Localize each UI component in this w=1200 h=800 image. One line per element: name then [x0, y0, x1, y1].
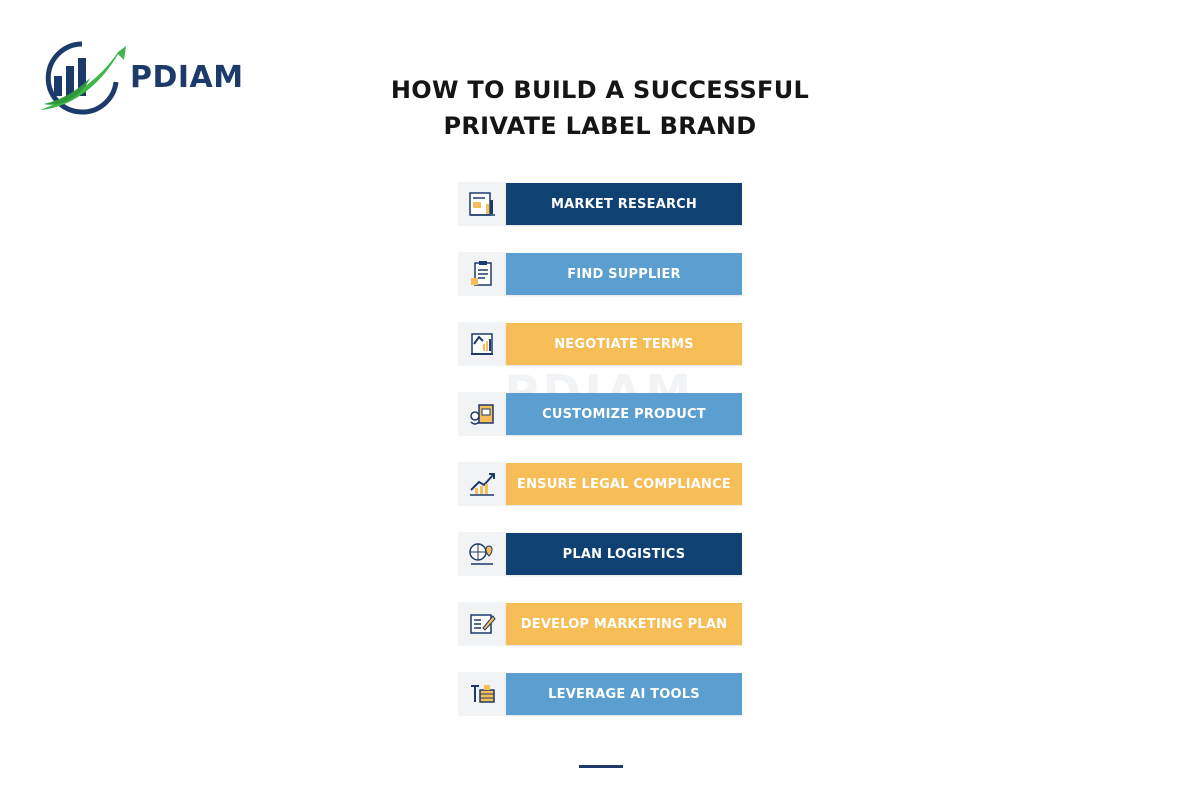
step-customize-product: CUSTOMIZE PRODUCT [458, 392, 742, 436]
step-label: PLAN LOGISTICS [506, 533, 742, 575]
step-label: FIND SUPPLIER [506, 253, 742, 295]
step-label: LEVERAGE AI TOOLS [506, 673, 742, 715]
brand-name: PDIAM [130, 59, 244, 95]
growth-bars-icon [458, 462, 506, 506]
research-chart-icon [458, 182, 506, 226]
title-line-2: PRIVATE LABEL BRAND [443, 112, 757, 140]
step-develop-marketing-plan: DEVELOP MARKETING PLAN [458, 602, 742, 646]
step-label: MARKET RESEARCH [506, 183, 742, 225]
marketing-document-icon [458, 602, 506, 646]
contract-chart-icon [458, 322, 506, 366]
step-label: DEVELOP MARKETING PLAN [506, 603, 742, 645]
title-line-1: HOW TO BUILD A SUCCESSFUL [390, 76, 810, 104]
step-negotiate-terms: NEGOTIATE TERMS [458, 322, 742, 366]
page-title: HOW TO BUILD A SUCCESSFUL PRIVATE LABEL … [0, 72, 1200, 144]
ai-tools-icon [458, 672, 506, 716]
step-find-supplier: FIND SUPPLIER [458, 252, 742, 296]
step-plan-logistics: PLAN LOGISTICS [458, 532, 742, 576]
step-market-research: MARKET RESEARCH [458, 182, 742, 226]
step-ensure-legal-compliance: ENSURE LEGAL COMPLIANCE [458, 462, 742, 506]
globe-location-icon [458, 532, 506, 576]
bottom-divider [579, 765, 623, 768]
steps-list: MARKET RESEARCH FIND SUPPLIER [458, 182, 742, 742]
brand-logo: PDIAM [38, 38, 244, 116]
step-label: CUSTOMIZE PRODUCT [506, 393, 742, 435]
step-leverage-ai-tools: LEVERAGE AI TOOLS [458, 672, 742, 716]
clipboard-list-icon [458, 252, 506, 296]
step-label: NEGOTIATE TERMS [506, 323, 742, 365]
chart-arrow-logo-icon [40, 41, 126, 115]
product-box-icon [458, 392, 506, 436]
step-label: ENSURE LEGAL COMPLIANCE [506, 463, 742, 505]
